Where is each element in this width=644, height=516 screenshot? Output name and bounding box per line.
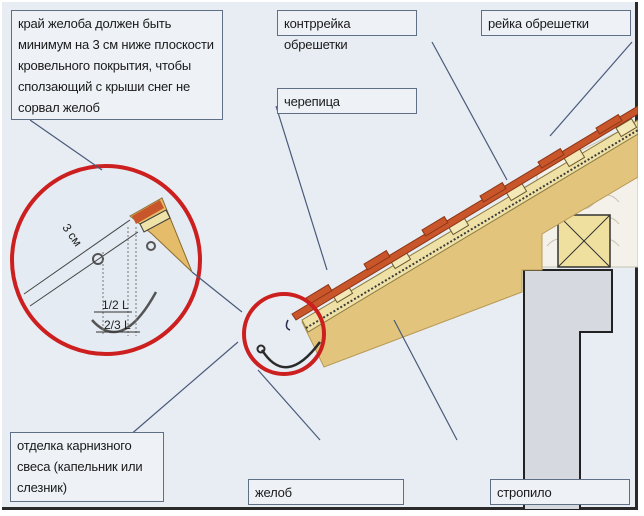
wall-block	[523, 269, 613, 510]
leader-batten	[549, 41, 633, 137]
callout-gutter-edge-note: край желоба должен быть минимум на 3 см …	[11, 10, 223, 120]
roof-eave-illustration	[10, 41, 638, 510]
callout-rafter: стропило	[490, 479, 630, 505]
callout-batten: рейка обрешетки	[481, 10, 631, 36]
gutter	[260, 341, 322, 369]
leader-drip-edge	[128, 341, 239, 437]
leader-gutter	[257, 369, 321, 441]
dimension-two-thirds-l: 2/3 L	[104, 318, 131, 332]
leader-gutter-note	[29, 119, 103, 171]
leader-rafter	[393, 319, 458, 441]
leader-counter-batten	[431, 41, 508, 181]
callout-counter-batten: контррейка обрешетки	[277, 10, 417, 52]
highlight-circle-main	[242, 292, 326, 376]
leader-tile	[275, 105, 328, 271]
callout-tile: черепица	[277, 88, 417, 114]
diagram-canvas: край желоба должен быть минимум на 3 см …	[2, 2, 638, 510]
dimension-half-l: 1/2 L	[102, 298, 129, 312]
callout-drip-edge: отделка карнизного свеса (капельник или …	[10, 432, 164, 502]
callout-gutter: желоб	[248, 479, 404, 505]
